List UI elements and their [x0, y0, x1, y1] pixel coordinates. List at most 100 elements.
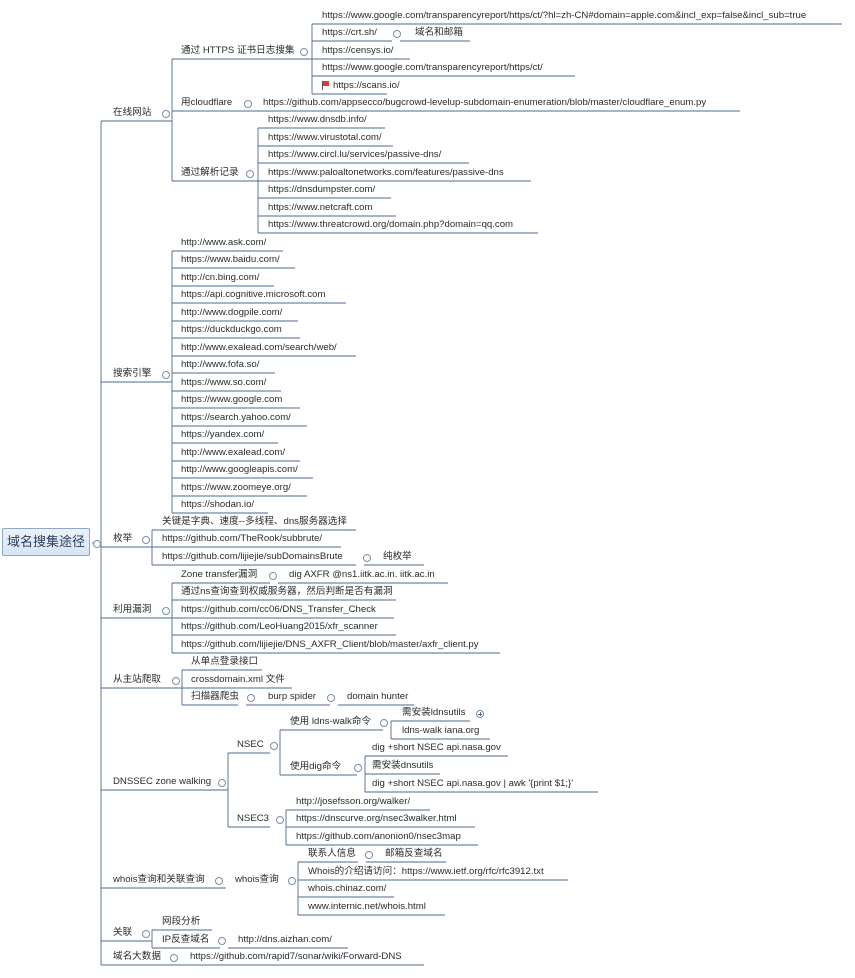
branch-online-toggle[interactable]	[162, 110, 170, 118]
whois-intro[interactable]: Whois的介绍请访问：https://www.ietf.org/rfc/rfc…	[308, 866, 544, 877]
vuln-repo-3[interactable]: https://github.com/lijiejie/DNS_AXFR_Cli…	[181, 639, 479, 650]
dns-link-5[interactable]: https://dnsdumpster.com/	[268, 184, 376, 195]
ldns-need[interactable]: 需安装ldnsutils	[402, 707, 466, 718]
ldns-cmd[interactable]: ldns-walk iana.org	[402, 725, 480, 736]
expand-plus-icon[interactable]	[476, 710, 484, 718]
search-link-7[interactable]: http://www.exalead.com/search/web/	[181, 342, 337, 353]
nsec3-toggle[interactable]	[276, 816, 284, 824]
nsec-toggle[interactable]	[270, 742, 278, 750]
brute-repo-1[interactable]: https://github.com/TheRook/subbrute/	[162, 533, 322, 544]
dns-record-toggle[interactable]	[246, 170, 254, 178]
branch-crawl-toggle[interactable]	[172, 677, 180, 685]
search-link-4[interactable]: https://api.cognitive.microsoft.com	[181, 289, 326, 300]
search-link-1[interactable]: http://www.ask.com/	[181, 237, 267, 248]
search-link-2[interactable]: https://www.baidu.com/	[181, 254, 280, 265]
branch-search[interactable]: 搜索引擎	[113, 368, 152, 379]
domain-hunter-node[interactable]: domain hunter	[347, 691, 409, 702]
branch-related[interactable]: 关联	[113, 927, 133, 938]
https-link-3[interactable]: https://censys.io/	[322, 45, 394, 56]
branch-dnssec[interactable]: DNSSEC zone walking	[113, 776, 212, 787]
dns-link-1[interactable]: https://www.dnsdb.info/	[268, 114, 367, 125]
root-node[interactable]: 域名搜集途径	[2, 528, 90, 556]
branch-vuln-toggle[interactable]	[162, 607, 170, 615]
dig-cmd-1[interactable]: dig +short NSEC api.nasa.gov	[372, 742, 501, 753]
nsec-node[interactable]: NSEC	[237, 739, 264, 750]
search-link-12[interactable]: https://yandex.com/	[181, 429, 265, 440]
search-link-9[interactable]: https://www.so.com/	[181, 377, 267, 388]
cloudflare-toggle[interactable]	[244, 100, 252, 108]
whois-contact-toggle[interactable]	[365, 851, 373, 859]
scanner-toggle[interactable]	[247, 694, 255, 702]
nsec3-link-1[interactable]: http://josefsson.org/walker/	[296, 796, 411, 807]
search-link-11[interactable]: https://search.yahoo.com/	[181, 412, 291, 423]
dns-link-7[interactable]: https://www.threatcrowd.org/domain.php?d…	[268, 219, 514, 230]
whois-node[interactable]: whois查询	[235, 874, 279, 885]
branch-search-toggle[interactable]	[162, 371, 170, 379]
vuln-tip[interactable]: 通过ns查询查到权威服务器，然后判断是否有漏洞	[181, 586, 393, 597]
https-link-1[interactable]: https://www.google.com/transparencyrepor…	[322, 10, 807, 21]
branch-whois-toggle[interactable]	[215, 877, 223, 885]
whois-toggle[interactable]	[288, 877, 296, 885]
https-link-5[interactable]: https://scans.io/	[322, 80, 400, 92]
search-link-14[interactable]: http://www.googleapis.com/	[181, 464, 298, 475]
https-cert-log-toggle[interactable]	[300, 48, 308, 56]
zone-transfer-toggle[interactable]	[269, 572, 277, 580]
vuln-repo-2[interactable]: https://github.com/LeoHuang2015/xfr_scan…	[181, 621, 378, 632]
dns-link-4[interactable]: https://www.paloaltonetworks.com/feature…	[268, 167, 504, 178]
whois-reverse[interactable]: 邮箱反查域名	[385, 848, 443, 859]
dns-record-node[interactable]: 通过解析记录	[181, 167, 239, 178]
search-link-8[interactable]: http://www.fofa.so/	[181, 359, 260, 370]
dig-node[interactable]: 使用dig命令	[290, 761, 342, 772]
whois-site-2[interactable]: www.internic.net/whois.html	[308, 901, 426, 912]
search-link-13[interactable]: http://www.exalead.com/	[181, 447, 285, 458]
ip-reverse-node[interactable]: IP反查域名	[162, 934, 210, 945]
crtsh-toggle[interactable]	[393, 30, 401, 38]
whois-site-1[interactable]: whois.chinaz.com/	[308, 883, 387, 894]
zone-transfer-cmd[interactable]: dig AXFR @ns1.iitk.ac.in. iitk.ac.in	[289, 569, 435, 580]
branch-brute-toggle[interactable]	[142, 536, 150, 544]
dig-toggle[interactable]	[354, 764, 362, 772]
branch-dnssec-toggle[interactable]	[218, 779, 226, 787]
dns-link-6[interactable]: https://www.netcraft.com	[268, 202, 373, 213]
nsec3-link-3[interactable]: https://github.com/anonion0/nsec3map	[296, 831, 461, 842]
dns-link-2[interactable]: https://www.virustotal.com/	[268, 132, 382, 143]
crossdomain-node[interactable]: crossdomain.xml 文件	[191, 674, 285, 685]
branch-bigdata[interactable]: 域名大数据	[113, 951, 161, 962]
https-link-4[interactable]: https://www.google.com/transparencyrepor…	[322, 62, 543, 73]
bigdata-link[interactable]: https://github.com/rapid7/sonar/wiki/For…	[190, 951, 402, 962]
branch-whois[interactable]: whois查询和关联查询	[113, 874, 205, 885]
search-link-15[interactable]: https://www.zoomeye.org/	[181, 482, 291, 493]
crtsh-note[interactable]: 域名和邮箱	[415, 27, 463, 38]
search-link-5[interactable]: http://www.dogpile.com/	[181, 307, 283, 318]
brute-repo-2[interactable]: https://github.com/lijiejie/subDomainsBr…	[162, 551, 343, 562]
c-segment-node[interactable]: 网段分析	[162, 916, 201, 927]
ip-reverse-toggle[interactable]	[218, 937, 226, 945]
nsec3-node[interactable]: NSEC3	[237, 813, 269, 824]
sso-node[interactable]: 从单点登录接口	[191, 656, 259, 667]
dig-cmd-2[interactable]: dig +short NSEC api.nasa.gov | awk '{pri…	[372, 778, 574, 789]
ldns-walk-toggle[interactable]	[380, 719, 388, 727]
root-collapse-toggle[interactable]	[93, 540, 101, 548]
dns-link-3[interactable]: https://www.circl.lu/services/passive-dn…	[268, 149, 442, 160]
search-link-6[interactable]: https://duckduckgo.com	[181, 324, 282, 335]
zone-transfer-node[interactable]: Zone transfer漏洞	[181, 569, 258, 580]
dig-need[interactable]: 需安装dnsutils	[372, 760, 434, 771]
whois-contact[interactable]: 联系人信息	[308, 848, 356, 859]
https-cert-log-node[interactable]: 通过 HTTPS 证书日志搜集	[181, 45, 295, 56]
branch-related-toggle[interactable]	[142, 930, 150, 938]
https-link-2[interactable]: https://crt.sh/	[322, 27, 377, 38]
branch-crawl[interactable]: 从主站爬取	[113, 674, 161, 685]
branch-online[interactable]: 在线网站	[113, 107, 152, 118]
burp-toggle[interactable]	[327, 694, 335, 702]
ldns-walk-node[interactable]: 使用 ldns-walk命令	[290, 716, 372, 727]
cloudflare-link[interactable]: https://github.com/appsecco/bugcrowd-lev…	[263, 97, 707, 108]
search-link-10[interactable]: https://www.google.com	[181, 394, 283, 405]
branch-brute[interactable]: 枚举	[113, 533, 133, 544]
nsec3-link-2[interactable]: https://dnscurve.org/nsec3walker.html	[296, 813, 457, 824]
search-link-3[interactable]: http://cn.bing.com/	[181, 272, 260, 283]
branch-vuln[interactable]: 利用漏洞	[113, 604, 152, 615]
ip-reverse-link[interactable]: http://dns.aizhan.com/	[238, 934, 332, 945]
brute-repo-2-note[interactable]: 纯枚举	[383, 551, 412, 562]
vuln-repo-1[interactable]: https://github.com/cc06/DNS_Transfer_Che…	[181, 604, 376, 615]
brute-tip[interactable]: 关键是字典、速度--多线程、dns服务器选择	[162, 516, 347, 527]
